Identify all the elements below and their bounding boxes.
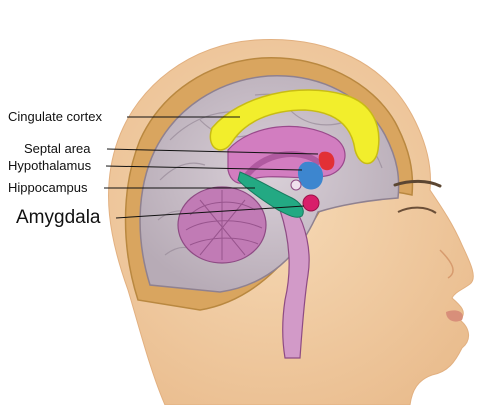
cerebellum: [178, 187, 266, 263]
mammillary-body: [291, 180, 301, 190]
amygdala: [303, 195, 319, 211]
label-amygdala: Amygdala: [16, 208, 101, 227]
label-hypothalamus: Hypothalamus: [8, 159, 91, 172]
label-septal-area: Septal area: [24, 142, 91, 155]
label-cingulate-cortex: Cingulate cortex: [8, 110, 102, 123]
label-hippocampus: Hippocampus: [8, 181, 88, 194]
